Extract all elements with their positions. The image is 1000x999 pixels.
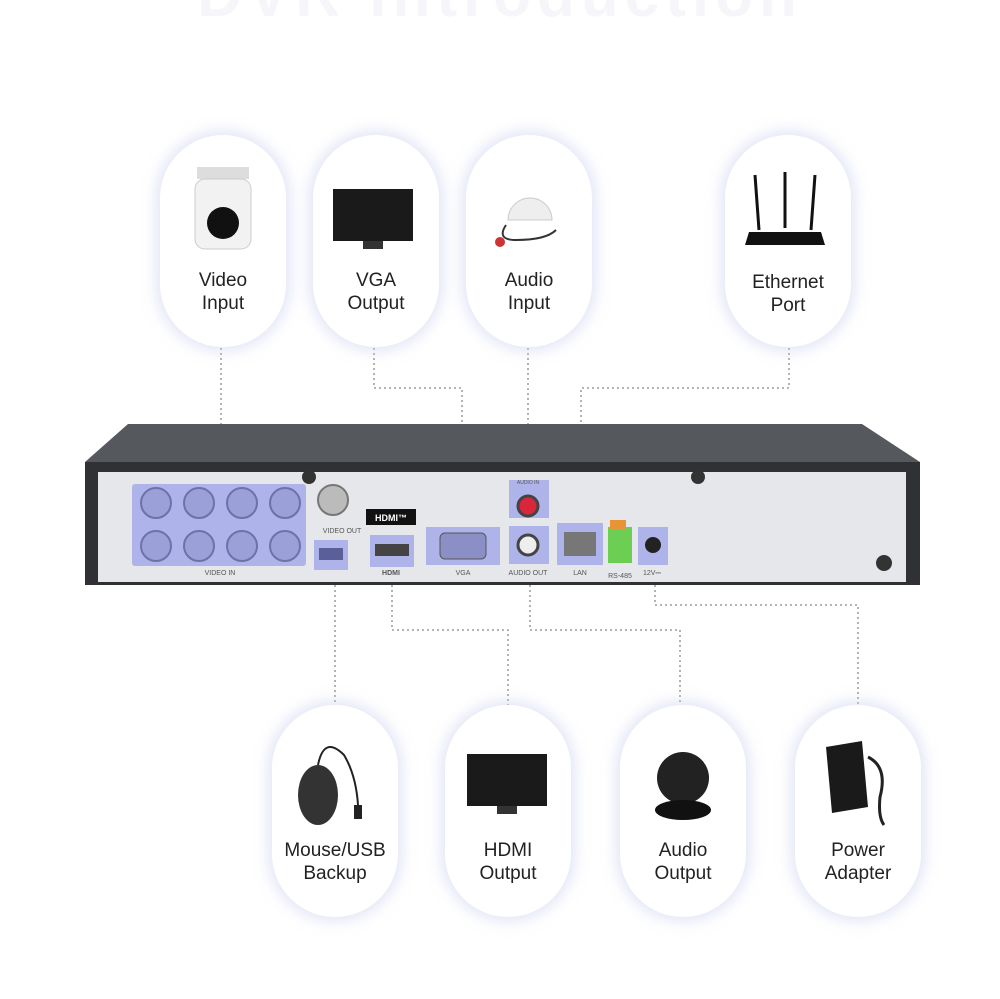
port-label-vga: VGA — [456, 570, 471, 577]
label-line2: Output — [479, 863, 537, 884]
label-line2: Output — [654, 863, 712, 884]
bullet-camera-icon — [194, 167, 252, 250]
hdmi-badge: HDMI™ — [375, 513, 407, 523]
label-line2: Port — [770, 295, 806, 316]
dvr-recorder — [85, 424, 920, 585]
label-line1: Mouse/USB — [284, 840, 386, 861]
label-line1: Video — [198, 270, 248, 291]
label-line1: VGA — [355, 270, 397, 291]
port-label-hdmi: HDMI — [382, 570, 400, 577]
speaker-icon — [655, 752, 711, 820]
port-label-rs485: RS-485 — [608, 573, 632, 580]
page-title: DVR Introduction — [0, 0, 1000, 31]
power-line — [654, 575, 859, 705]
label-line1: Audio — [658, 840, 708, 861]
hdmi-line — [391, 580, 509, 705]
power-adapter-icon — [826, 741, 886, 826]
router-icon — [745, 172, 825, 245]
label-line1: Ethernet — [752, 272, 824, 293]
label-line2: Output — [347, 293, 405, 314]
label-line2: Backup — [303, 863, 367, 884]
label-line2: Input — [507, 293, 551, 314]
port-label-video-out: VIDEO OUT — [323, 528, 362, 535]
monitor-icon — [467, 754, 547, 814]
label-line2: Adapter — [824, 863, 892, 884]
label-line1: HDMI — [483, 840, 533, 861]
port-label-video-in: VIDEO IN — [205, 570, 236, 577]
label-line1: Audio — [504, 270, 554, 291]
port-label-lan: LAN — [573, 570, 587, 577]
monitor-icon — [333, 189, 413, 249]
port-label-power: 12V⎓ — [643, 570, 661, 577]
microphone-icon — [495, 197, 557, 247]
port-label-audio-out: AUDIO OUT — [509, 570, 549, 577]
label-line2: Input — [201, 293, 245, 314]
audio-output-line — [529, 570, 681, 705]
port-label-audio-in: AUDIO IN — [517, 480, 540, 486]
label-line1: Power — [831, 840, 885, 861]
mouse-icon — [298, 746, 362, 825]
